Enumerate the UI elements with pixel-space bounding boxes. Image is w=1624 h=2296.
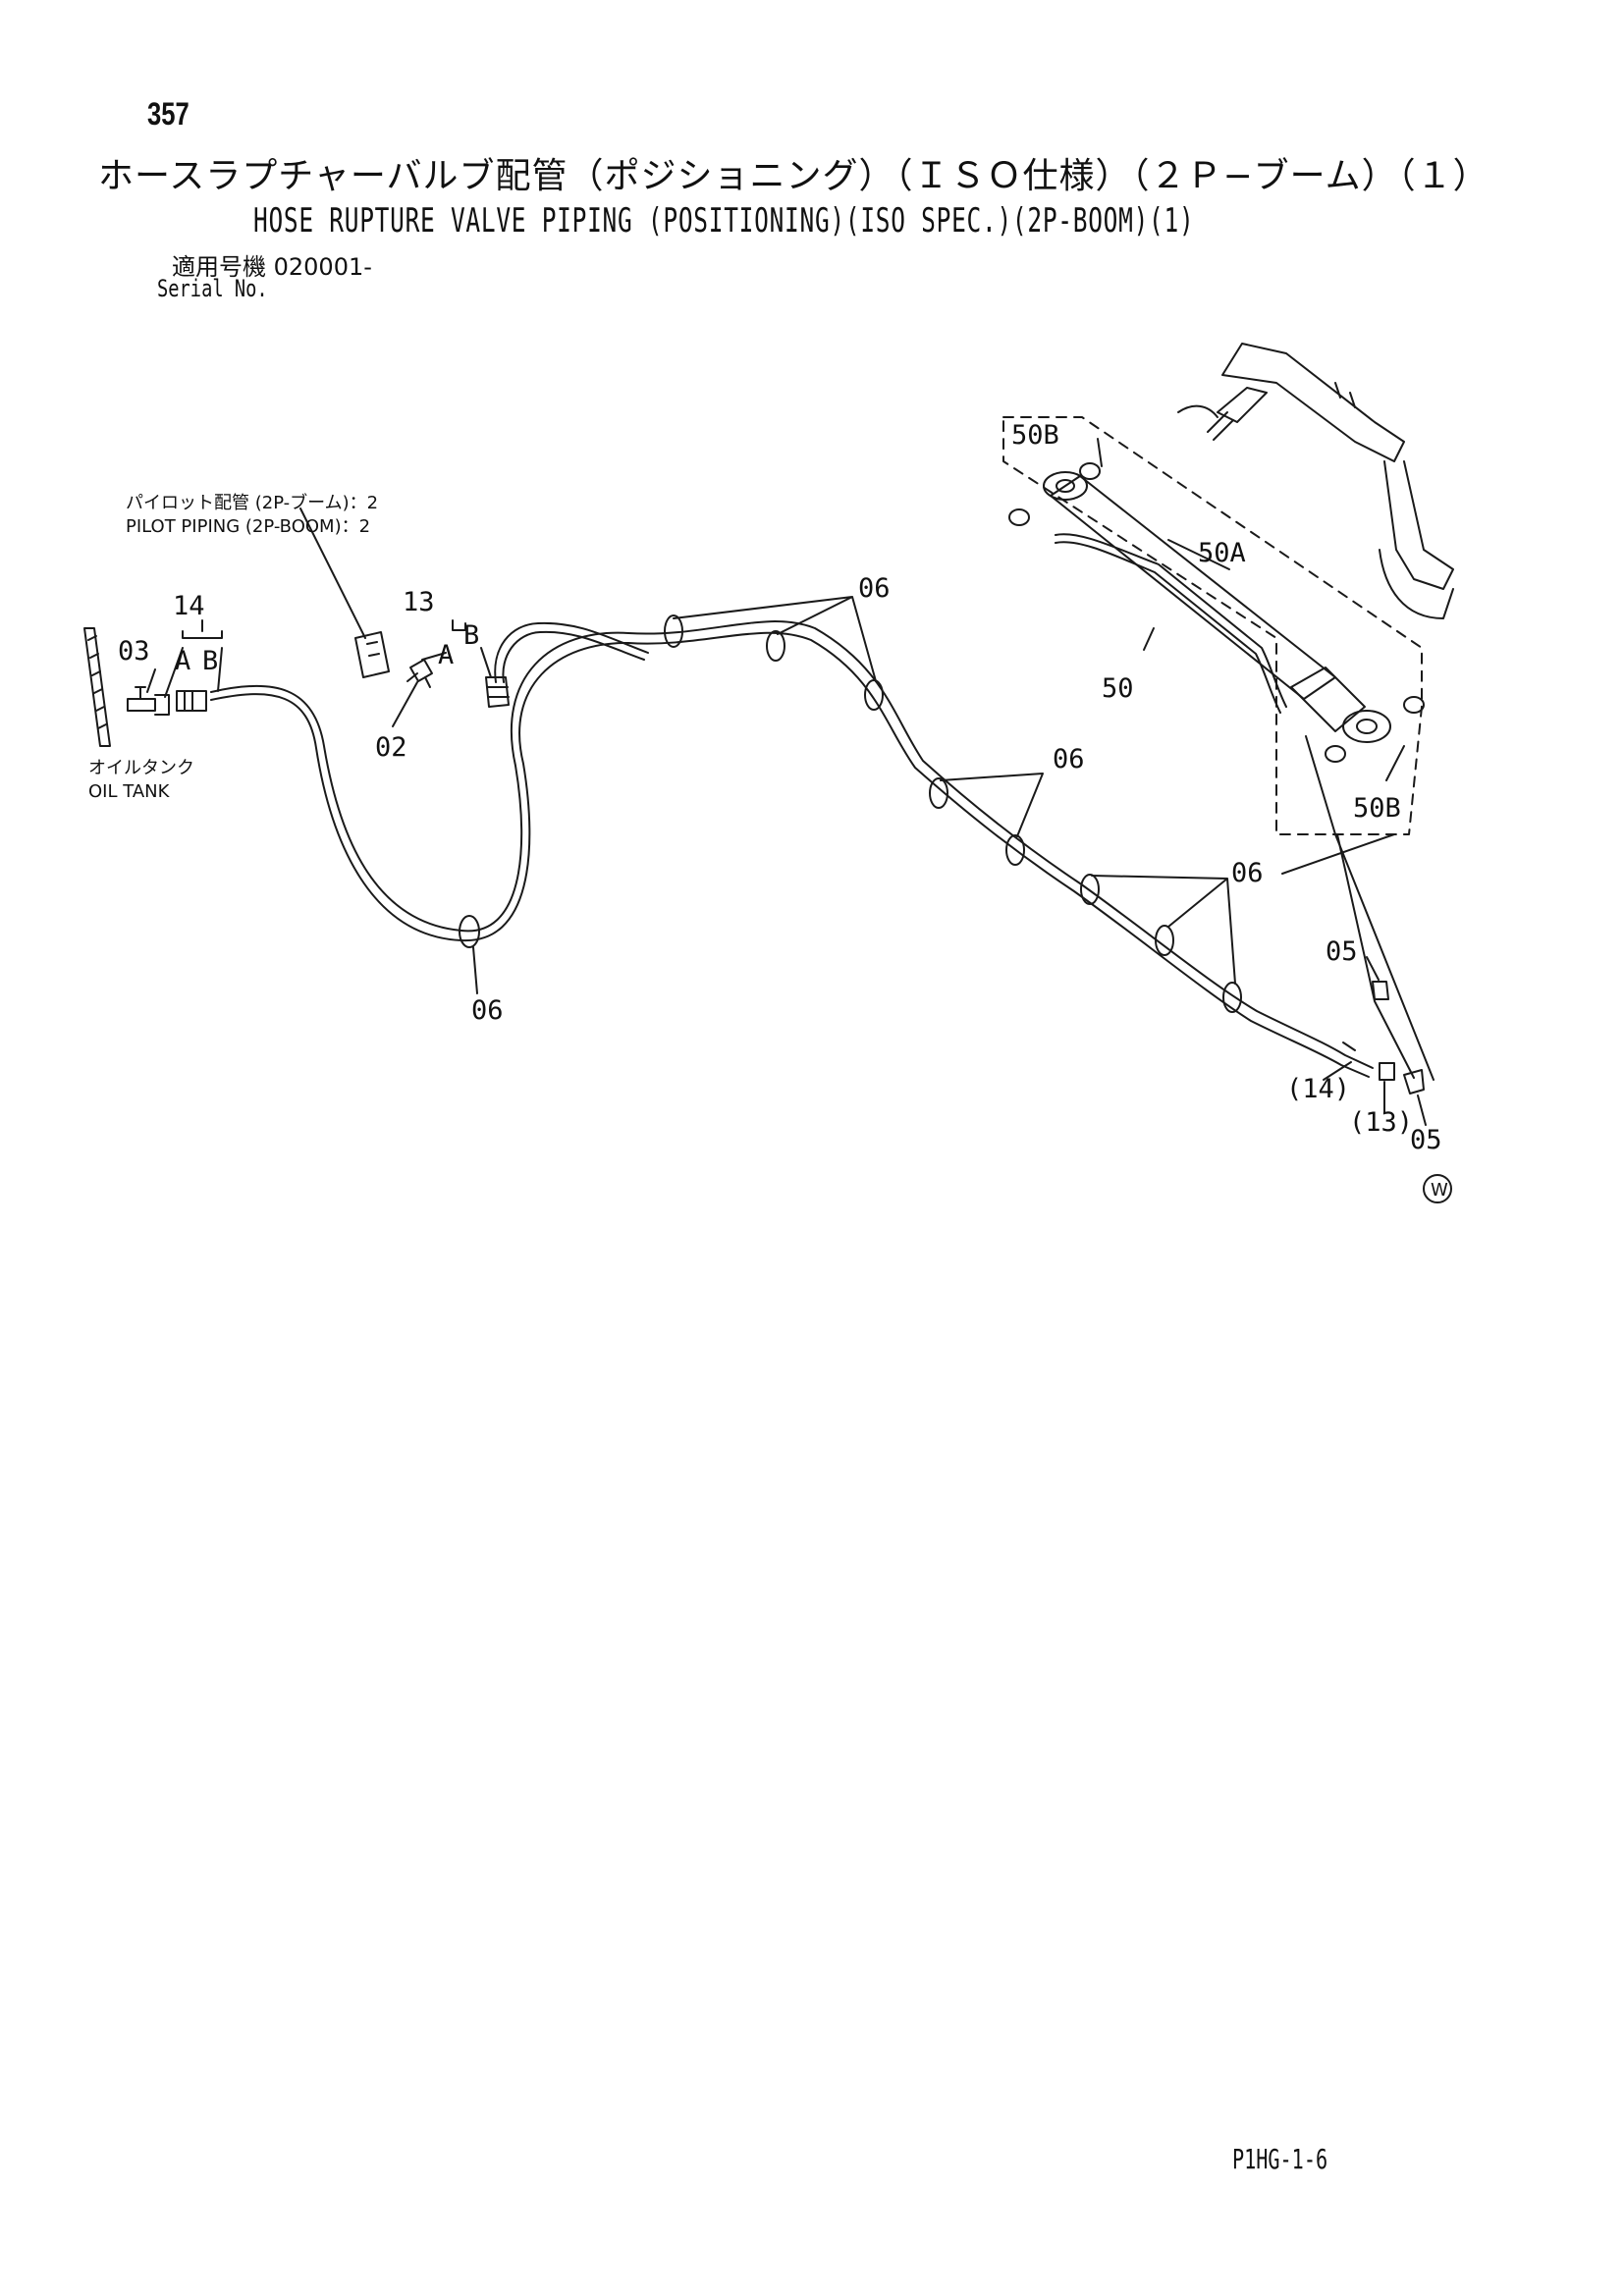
serial-number-label-jp: 適用号機 020001- — [172, 253, 372, 281]
callout-14-paren: (14) — [1286, 1074, 1350, 1104]
callout-06-a: 06 — [471, 995, 504, 1026]
callout-14-b: B — [202, 646, 218, 676]
boom-cylinder-icon — [1043, 471, 1391, 743]
fitting-02-icon — [406, 659, 433, 688]
serial-number-label-en: Serial No. — [157, 275, 268, 302]
fitting-03-icon — [127, 686, 170, 716]
fitting-14-end-icon — [176, 690, 207, 712]
callout-13: 13 — [403, 587, 435, 617]
callout-14: 14 — [173, 591, 205, 621]
callout-06-b: 06 — [858, 573, 891, 604]
pin-bushing-50b-icon — [1008, 462, 1425, 763]
w-mark-icon — [1423, 1174, 1452, 1203]
title-japanese: ホースラプチャーバルブ配管（ポジショニング）（ＩＳＯ仕様）（２Ｐ−ブーム）（１） — [98, 156, 1489, 196]
title-english: HOSE RUPTURE VALVE PIPING (POSITIONING)(… — [253, 201, 1195, 240]
pilot-block-icon — [354, 631, 390, 678]
callout-13-b: B — [463, 620, 479, 651]
callout-05-bottom: 05 — [1410, 1125, 1442, 1155]
hose-13 — [494, 621, 649, 683]
drawing-code: P1HG-1-6 — [1232, 2143, 1328, 2175]
callout-14-a: A — [175, 646, 190, 676]
callout-02: 02 — [375, 732, 407, 763]
callout-05-top: 05 — [1326, 936, 1358, 967]
callout-13-paren: (13) — [1349, 1107, 1413, 1138]
fitting-05-bottom-icon — [1403, 1069, 1425, 1095]
boom-thumbnail-icon — [1177, 343, 1454, 619]
page-number: 357 — [147, 96, 189, 132]
fitting-13-end-icon — [485, 676, 510, 708]
callout-50b-top: 50B — [1011, 420, 1059, 451]
w-mark-label: W — [1431, 1180, 1448, 1201]
fitting-05-top-icon — [1372, 981, 1389, 1000]
hose-14 — [210, 620, 1374, 1069]
fitting-13-paren-icon — [1379, 1062, 1395, 1081]
oil-tank-icon — [83, 627, 111, 747]
pilot-piping-note-en: PILOT PIPING (2P-BOOM)：2 — [126, 516, 370, 537]
callout-50b-bottom: 50B — [1353, 793, 1401, 824]
oil-tank-label-en: OIL TANK — [88, 781, 171, 802]
callout-06-d: 06 — [1231, 858, 1264, 888]
callout-50: 50 — [1102, 673, 1134, 704]
callout-06-c: 06 — [1053, 744, 1085, 774]
clamp-06-icon — [459, 614, 1242, 1013]
oil-tank-label-jp: オイルタンク — [88, 758, 194, 778]
callout-03: 03 — [118, 636, 150, 667]
cylinder-group-box — [1002, 416, 1423, 835]
callout-50a: 50A — [1198, 538, 1246, 568]
pilot-piping-note-jp: パイロット配管 (2P-ブーム)：2 — [126, 492, 378, 513]
callout-13-a: A — [438, 640, 454, 670]
